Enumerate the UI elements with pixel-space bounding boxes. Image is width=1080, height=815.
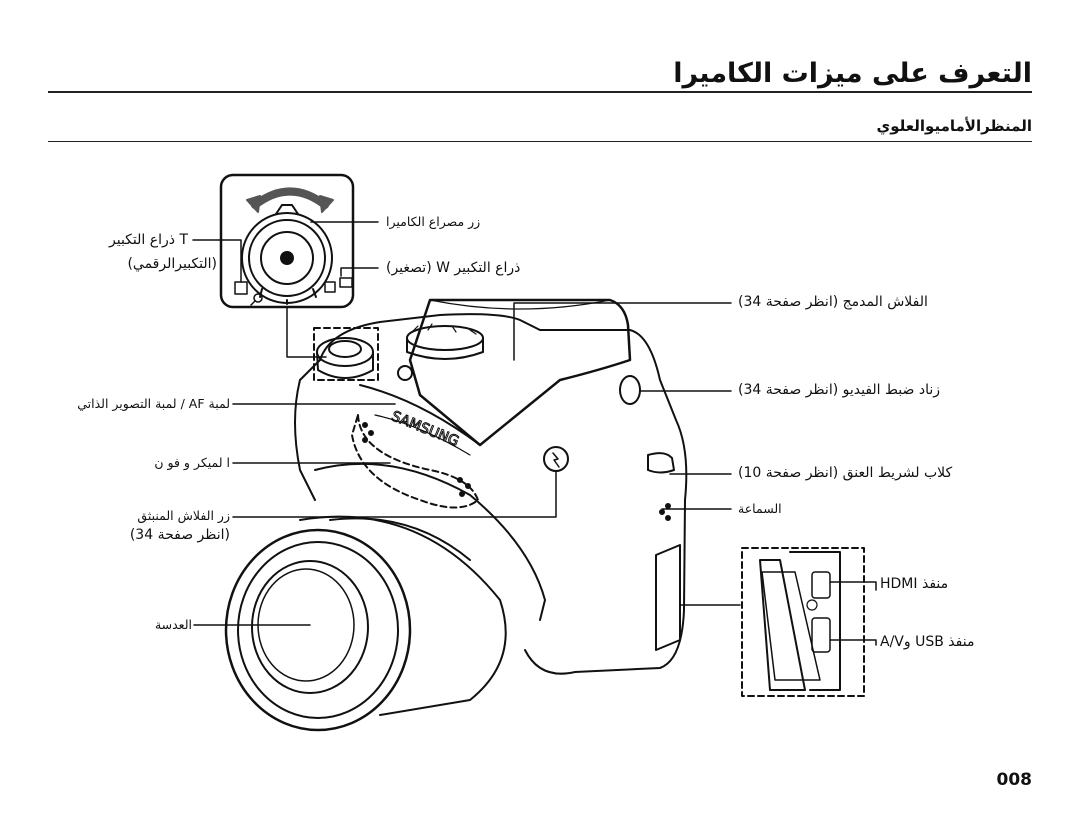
page-title: التعرف على ميزات الكاميرا bbox=[673, 58, 1032, 89]
lens-label: العدسة bbox=[154, 617, 192, 632]
flash-button-label: زر الفلاش المنبثق bbox=[137, 508, 230, 523]
magnifier-icon bbox=[253, 293, 263, 303]
flash-button-sublabel: (انظر صفحة 34) bbox=[129, 527, 230, 543]
digital-zoom-icon bbox=[234, 281, 248, 295]
title-rule bbox=[48, 91, 1032, 93]
thumbnail-icon bbox=[324, 281, 336, 293]
zoom-t-label: T ذراع التكبير bbox=[109, 232, 188, 248]
section-subtitle: المنظرالأماميوالعلوي bbox=[876, 117, 1032, 135]
microphone-label: ا لميكر و فو ن bbox=[154, 455, 230, 470]
flash-bolt-icon bbox=[552, 452, 560, 468]
speaker-label: السماعة bbox=[738, 501, 782, 516]
af-lamp-label: لمبة AF / لمبة التصوير الذاتي bbox=[77, 396, 230, 411]
zoom-detail-box bbox=[192, 173, 379, 358]
mic-highlight bbox=[351, 414, 479, 509]
zoom-w-label: ذراع التكبير W (تصغير) bbox=[386, 260, 521, 276]
shutter-highlight bbox=[313, 327, 379, 381]
camera-body: SAMSUNG bbox=[224, 298, 688, 732]
page-number: 008 bbox=[996, 770, 1033, 790]
video-button-label: زناد ضبط الفيديو (انظر صفحة 34) bbox=[738, 382, 941, 398]
zoom-arrows-icon bbox=[246, 187, 334, 213]
subtitle-rule bbox=[48, 141, 1032, 142]
hdmi-port-label: منفذ HDMI bbox=[880, 576, 949, 592]
usb-port-label: منفذ USB وA/V bbox=[880, 634, 975, 650]
shutter-button-label: زر مصراع الكاميرا bbox=[386, 214, 481, 229]
flash-label: الفلاش المدمج (انظر صفحة 34) bbox=[738, 294, 928, 310]
port-inset bbox=[741, 547, 877, 697]
zoom-t-sublabel: (التكبيرالرقمي) bbox=[127, 256, 217, 272]
strap-eyelet-label: كلاب لشريط العنق (انظر صفحة 10) bbox=[738, 465, 953, 481]
svg-text:SAMSUNG: SAMSUNG bbox=[389, 408, 461, 450]
